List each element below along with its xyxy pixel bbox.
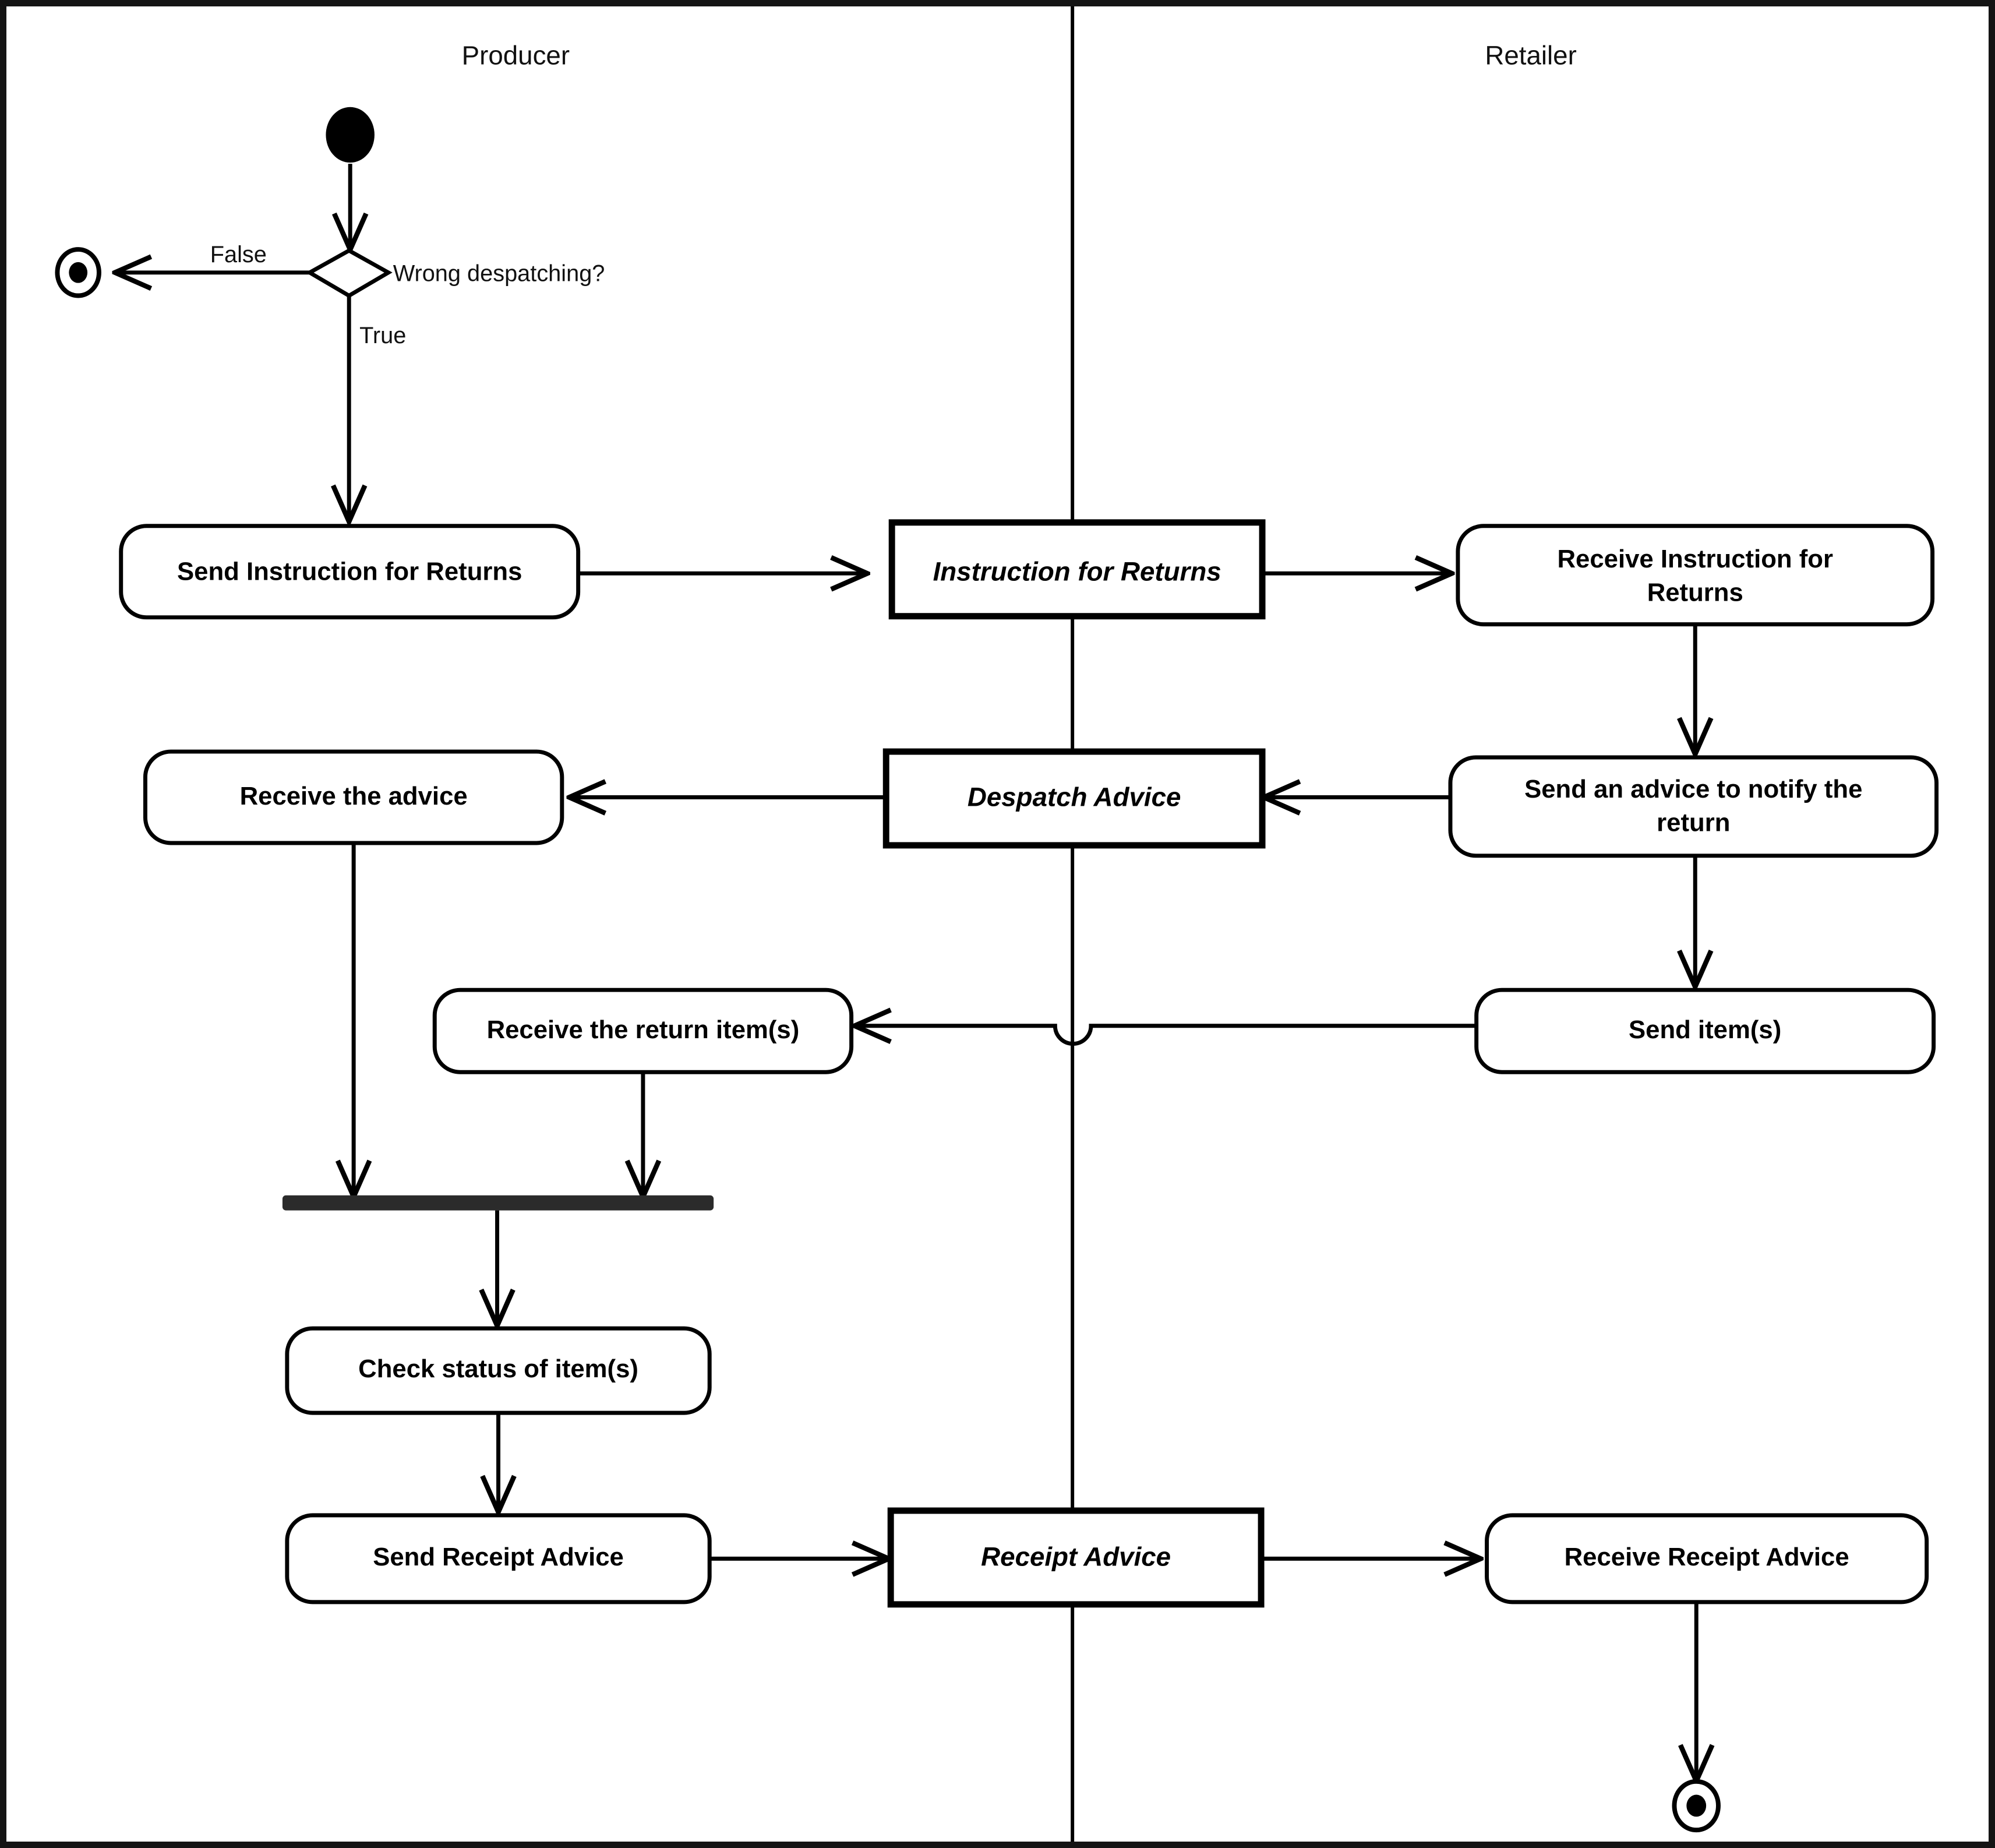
initial-node [326,107,375,163]
action-send-receipt-advice-label: Send Receipt Advice [373,1543,624,1571]
activity-diagram-canvas: Producer Retailer Wrong despatching? Fal… [55,6,1939,1842]
lane-title-retailer: Retailer [1485,40,1576,70]
signal-instruction-for-returns-label: Instruction for Returns [933,556,1221,586]
guard-false-label: False [210,242,267,267]
join-bar [282,1195,714,1211]
final-node-left-core [69,262,88,283]
action-receive-instruction-for-returns [1456,524,1935,627]
action-send-instruction-for-returns-label: Send Instruction for Returns [177,558,522,586]
action-receive-instruction-for-returns-label-line2: Returns [1647,579,1743,607]
signal-instruction-for-returns [888,519,1266,620]
signal-receipt-advice [887,1507,1265,1608]
action-send-advice-to-notify-return-label-line1: Send an advice to notify the [1524,775,1862,803]
final-node-right-core [1686,1794,1707,1817]
flow-b3-to-a3-with-line-hop [856,1026,1477,1046]
action-receive-receipt-advice [1485,1513,1929,1604]
action-check-status-of-items-label: Check status of item(s) [358,1355,638,1383]
action-receive-the-return-items-label: Receive the return item(s) [487,1015,800,1044]
action-send-items [1474,988,1936,1074]
action-send-items-label: Send item(s) [1629,1015,1781,1044]
action-receive-the-advice-label: Receive the advice [240,782,468,810]
action-send-advice-to-notify-return [1448,755,1939,858]
action-receive-receipt-advice-label: Receive Receipt Advice [1565,1543,1849,1571]
signal-receipt-advice-label: Receipt Advice [981,1542,1171,1571]
signal-despatch-advice-label: Despatch Advice [968,782,1181,812]
action-receive-instruction-for-returns-label-line1: Receive Instruction for [1557,545,1833,573]
lane-title-producer: Producer [462,40,570,70]
decision-node [305,248,393,298]
guard-true-label: True [359,323,406,348]
action-send-advice-to-notify-return-label-line2: return [1657,809,1730,837]
decision-question-label: Wrong despatching? [393,261,605,287]
